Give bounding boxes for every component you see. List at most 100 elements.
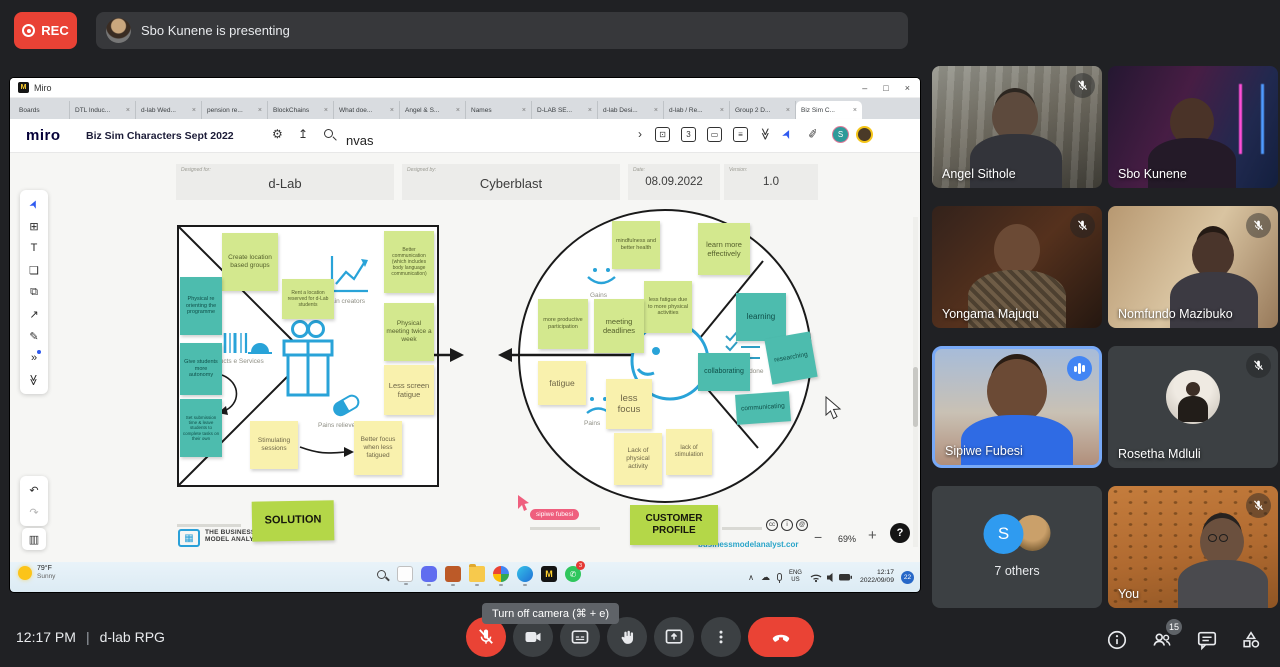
profile-avatar[interactable] (856, 126, 873, 143)
start-button[interactable] (349, 566, 365, 582)
browser-tab-active[interactable]: Biz Sim C...× (796, 101, 862, 119)
tab-close-icon[interactable]: × (191, 106, 196, 114)
close-button[interactable]: × (904, 83, 910, 93)
participants-button[interactable]: 15 (1150, 619, 1182, 656)
browser-tab[interactable]: Angel & S...× (400, 101, 466, 119)
tray-chevron-icon[interactable]: ∧ (748, 572, 754, 582)
help-button[interactable]: ? (890, 523, 910, 543)
tab-close-icon[interactable]: × (653, 106, 658, 114)
board-title[interactable]: Biz Sim Characters Sept 2022 (86, 130, 234, 142)
overflow-participants-tile[interactable]: S 7 others (932, 486, 1102, 608)
sticky-note[interactable]: learning (736, 293, 786, 341)
sticky-note[interactable]: researching (764, 331, 818, 385)
tab-close-icon[interactable]: × (719, 106, 724, 114)
text-tool-icon[interactable]: T (30, 242, 38, 254)
sticky-note[interactable]: learn more effectively (698, 223, 750, 275)
sticky-note[interactable]: mindfulness and better health (612, 221, 660, 269)
participant-tile[interactable]: Nomfundo Mazibuko (1108, 206, 1278, 328)
zoom-level[interactable]: 69% (838, 534, 857, 544)
search-icon[interactable] (324, 129, 333, 138)
sticky-note[interactable]: less fatigue due to more physical activi… (644, 281, 692, 333)
collaborator-avatar[interactable]: S (832, 126, 849, 143)
notes-icon[interactable]: ≡ (733, 127, 748, 142)
activities-button[interactable] (1240, 629, 1262, 656)
sticky-note[interactable]: Better focus when less fatigued (354, 421, 402, 475)
tab-boards[interactable]: Boards (14, 101, 70, 119)
whatsapp-app-icon[interactable]: ✆ 3 (565, 561, 585, 582)
tab-close-icon[interactable]: × (521, 106, 526, 114)
meeting-details-button[interactable] (1106, 629, 1128, 656)
present-button[interactable] (654, 617, 694, 657)
discord-app-icon[interactable] (421, 566, 437, 586)
connector-tool-icon[interactable]: ↗ (29, 308, 39, 321)
pen-tool-icon[interactable]: ✎ (29, 330, 39, 343)
zoom-out-button[interactable]: − (814, 529, 823, 545)
tray-mic-icon[interactable] (776, 573, 782, 583)
collapse-tools-icon[interactable]: ≫ (27, 374, 40, 386)
participant-tile-speaking[interactable]: Sipiwe Fubesi (932, 346, 1102, 468)
zoom-in-button[interactable]: + (868, 527, 877, 544)
browser-tab[interactable]: d-lab / Re...× (664, 101, 730, 119)
follow-pointer-icon[interactable]: ➤ (778, 126, 796, 142)
browser-tab[interactable]: pension re...× (202, 101, 268, 119)
chevron-right-icon[interactable]: › (638, 127, 642, 141)
file-explorer-icon[interactable] (469, 564, 485, 586)
sticky-note[interactable]: Create location based groups (222, 233, 278, 291)
participant-tile[interactable]: Yongama Majuqu (932, 206, 1102, 328)
notification-badge[interactable]: 22 (901, 570, 914, 584)
tab-close-icon[interactable]: × (389, 106, 394, 114)
weather-widget[interactable]: 79°F Sunny (18, 565, 55, 580)
participant-tile[interactable]: Sbo Kunene (1108, 66, 1278, 188)
tab-close-icon[interactable]: × (323, 106, 328, 114)
canvas-scrollbar[interactable] (913, 217, 918, 547)
undo-icon[interactable]: ↶ (29, 484, 39, 497)
sticky-note[interactable]: lack of stimulation (666, 429, 712, 475)
sticky-note[interactable]: Lack of physical activity (614, 433, 662, 485)
store-app-icon[interactable] (445, 566, 461, 586)
taskbar-search-icon[interactable] (373, 566, 389, 582)
customer-profile-label[interactable]: CUSTOMER PROFILE (630, 505, 718, 545)
miro-canvas[interactable]: Gain creators Products e Services Pains … (10, 153, 920, 563)
tab-close-icon[interactable]: × (455, 106, 460, 114)
miro-app-icon[interactable]: M (541, 566, 557, 582)
sticky-note[interactable]: Set submission time & leave students to … (180, 399, 222, 457)
sticky-note[interactable]: meeting deadlines (594, 299, 644, 353)
templates-tool-icon[interactable]: ⊞ (29, 220, 39, 233)
self-tile[interactable]: You (1108, 486, 1278, 608)
participant-tile[interactable]: Angel Sithole (932, 66, 1102, 188)
onedrive-cloud-icon[interactable]: ☁ (760, 571, 770, 582)
browser-tab[interactable]: What doe...× (334, 101, 400, 119)
browser-tab[interactable]: Names× (466, 101, 532, 119)
comments-icon[interactable]: 3 (681, 127, 696, 142)
miro-logo[interactable]: miro (26, 127, 61, 144)
more-tools-icon[interactable]: » (30, 350, 42, 364)
browser-tab[interactable]: BlockChains× (268, 101, 334, 119)
sticky-note[interactable]: collaborating (698, 353, 750, 391)
sticky-note-tool-icon[interactable]: ❏ (29, 264, 39, 277)
sticky-note[interactable]: Give students more autonomy (180, 343, 222, 395)
tab-close-icon[interactable]: × (257, 106, 262, 114)
browser-tab[interactable]: Group 2 D...× (730, 101, 796, 119)
chat-button[interactable] (1196, 629, 1218, 656)
sticky-note[interactable]: Rent a location reserved for d-Lab stude… (282, 279, 334, 319)
network-sound-battery-icons[interactable] (809, 571, 853, 583)
frames-panel-icon[interactable]: ⊡ (655, 127, 670, 142)
sticky-note[interactable]: more productive participation (538, 299, 588, 349)
end-call-button[interactable] (748, 617, 814, 657)
settings-gear-icon[interactable]: ⚙ (272, 127, 283, 141)
edge-browser-icon[interactable] (517, 566, 533, 586)
maps-app-icon[interactable] (493, 566, 509, 586)
sticky-note[interactable]: communicating (735, 391, 791, 425)
sticky-note[interactable]: Physical re orienting the programme (180, 277, 222, 335)
export-icon[interactable]: ↥ (298, 127, 309, 141)
minimize-button[interactable]: – (862, 83, 868, 93)
frames-panel-button[interactable]: ▥ (22, 528, 46, 550)
shapes-tool-icon[interactable]: ⧉ (30, 285, 38, 298)
collapse-icon[interactable]: ≫ (758, 127, 773, 141)
presentation-icon[interactable]: ▭ (707, 127, 722, 142)
browser-tab[interactable]: d-lab Desi...× (598, 101, 664, 119)
sticky-note[interactable]: Physical meeting twice a week (384, 303, 434, 361)
tab-close-icon[interactable]: × (785, 106, 790, 114)
redo-icon[interactable]: ↷ (29, 506, 39, 519)
select-tool-icon[interactable]: ➤ (27, 197, 42, 211)
